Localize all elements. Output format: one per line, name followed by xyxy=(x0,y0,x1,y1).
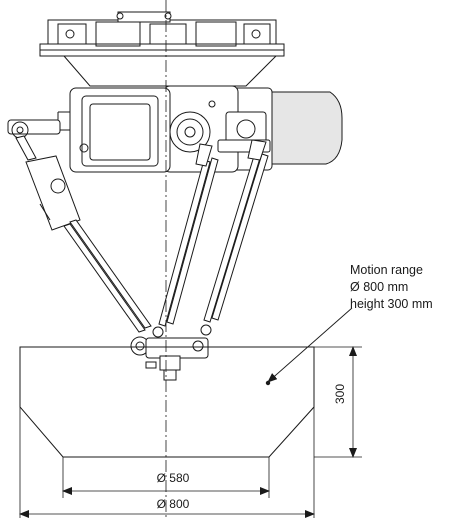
annotation-height: height 300 mm xyxy=(350,297,433,311)
annotation-leader xyxy=(265,307,353,386)
annotation-title: Motion range xyxy=(350,263,423,277)
height-label: 300 xyxy=(333,383,347,405)
outer-diameter-label: Ø 800 xyxy=(156,497,190,511)
dimension-lines xyxy=(19,346,362,518)
parallel-arms xyxy=(63,139,269,333)
left-upper-arm xyxy=(7,119,81,231)
mount-adapter xyxy=(62,55,278,87)
end-effector xyxy=(130,324,212,381)
robot-housing xyxy=(57,85,343,173)
inner-diameter-label: Ø 580 xyxy=(156,471,190,485)
annotation-diameter: Ø 800 mm xyxy=(350,280,409,294)
mounting-plate xyxy=(39,11,285,57)
motion-range-annotation: Motion range Ø 800 mm height 300 mm xyxy=(350,262,433,313)
